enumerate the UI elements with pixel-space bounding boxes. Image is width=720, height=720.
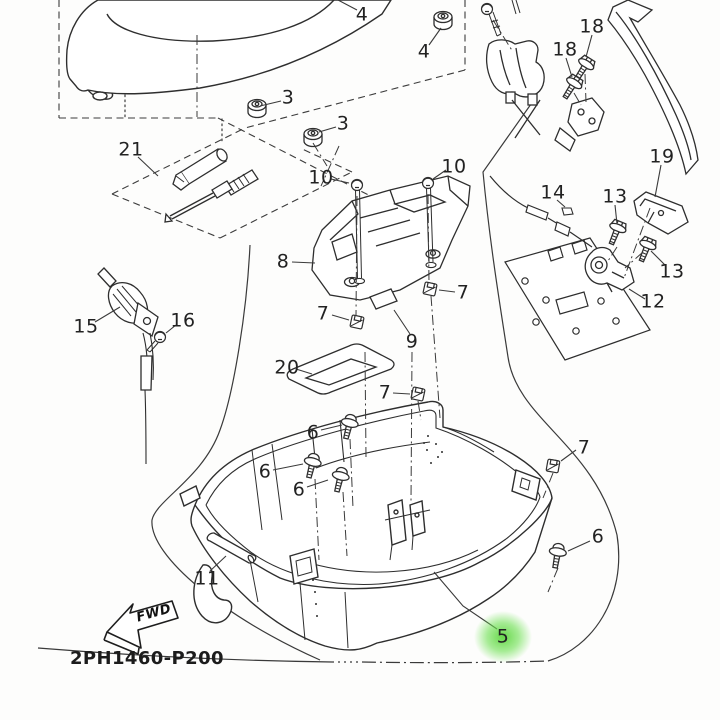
box-texture-dots [312,435,443,617]
callout-18[interactable]: 18 [579,15,605,38]
callout-14[interactable]: 14 [540,181,566,204]
gasket-part [286,343,395,395]
callout-16[interactable]: 16 [170,309,196,332]
lock-cable-part [489,175,593,248]
callout-3[interactable]: 3 [281,86,295,109]
seat-part [65,0,392,101]
callout-9[interactable]: 9 [405,330,419,353]
callout-7[interactable]: 7 [316,302,330,325]
rear-side-panel [607,0,699,176]
callout-5-selected[interactable]: 5 [496,625,510,648]
storage-box-part [179,400,553,651]
bolt-13a [602,217,629,248]
callout-15[interactable]: 15 [73,315,99,338]
callout-6[interactable]: 6 [591,525,605,548]
callout-3[interactable]: 3 [336,112,350,135]
callout-6[interactable]: 6 [292,478,306,501]
clip-7d [545,458,561,474]
bolt-13b [632,234,659,265]
callout-13[interactable]: 13 [602,185,628,208]
callout-10[interactable]: 10 [441,155,467,178]
callout-21[interactable]: 21 [118,138,144,161]
fwd-arrow [103,600,179,655]
top-screw-parts [480,0,521,37]
callout-11[interactable]: 11 [194,567,220,590]
rod-part [206,532,257,564]
callout-18[interactable]: 18 [552,38,578,61]
callout-10[interactable]: 10 [308,166,334,189]
seat-bracket-part [311,175,471,301]
clip-7a [349,314,365,330]
callout-12[interactable]: 12 [640,290,666,313]
tool-kit-parts [164,148,259,223]
clip-7b [422,281,438,297]
bolt-6d [546,541,569,570]
center-lines [196,19,651,593]
grommet-3a [247,98,267,119]
lock-cover-part [633,191,689,235]
callout-13[interactable]: 13 [659,260,685,283]
callout-4[interactable]: 4 [417,40,431,63]
seat-hinge-bracket [485,39,605,152]
clip-7c [410,386,426,402]
callout-7[interactable]: 7 [456,281,470,304]
grommet-4b [433,10,453,31]
callout-8[interactable]: 8 [276,250,290,273]
lock-screw-part [146,330,167,353]
diagram-part-code: 2PH1460-P200 [70,648,224,669]
lock-assembly-part [97,267,159,465]
callout-19[interactable]: 19 [649,145,675,168]
pad-part [369,288,398,310]
frame-plate-part [504,237,651,361]
callout-7[interactable]: 7 [378,381,392,404]
callout-20[interactable]: 20 [274,356,300,379]
callout-6[interactable]: 6 [306,421,320,444]
callout-6[interactable]: 6 [258,460,272,483]
callout-4[interactable]: 4 [355,3,369,26]
callout-7[interactable]: 7 [577,436,591,459]
selected-part-highlight [474,611,532,663]
seat-lock-latch-part [584,246,635,293]
